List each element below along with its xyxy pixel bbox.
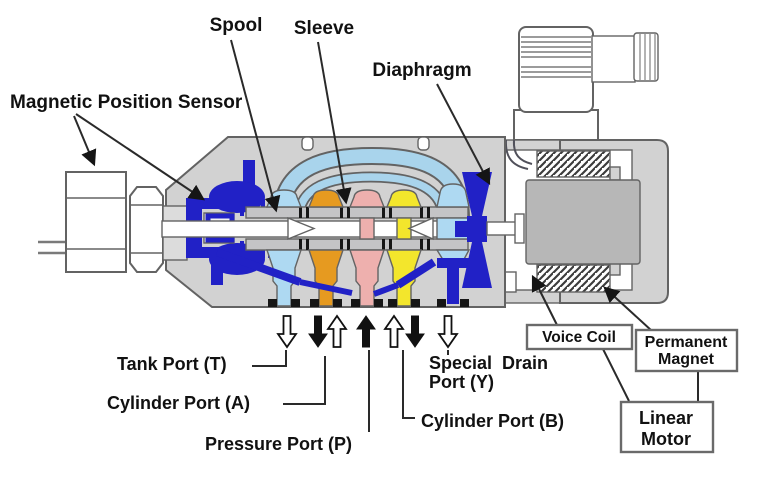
pipe-right-diagonal2 — [372, 282, 400, 297]
pipe-left-diagonal2 — [299, 279, 353, 296]
magnet-step-top — [609, 166, 621, 181]
diaphragm-hub — [467, 216, 487, 242]
connector-body — [518, 26, 594, 113]
pipe-right-diagonal — [395, 258, 437, 289]
sleeve-band-top — [245, 206, 469, 219]
arch-inner-channel — [295, 173, 447, 219]
sensor-leader-1 — [73, 115, 97, 167]
leader-lines — [73, 39, 699, 432]
port-p-neck — [359, 217, 375, 240]
spool-leader — [230, 39, 281, 213]
cylinder-b-leader — [402, 350, 415, 419]
drain-pipe-stem — [447, 267, 459, 304]
magnetic-position-sensor — [38, 171, 188, 273]
spool-cone-right — [407, 216, 434, 241]
flow-channel-arch — [272, 146, 470, 219]
connector-ribs — [521, 36, 591, 78]
diaphragm-leader — [436, 83, 491, 186]
cylinder-port-a-label: Cylinder Port (A) — [107, 393, 250, 413]
drain-piping — [211, 247, 437, 297]
connector-base — [513, 109, 599, 141]
drain-pipe-cap — [437, 258, 469, 268]
magnetic-position-sensor-label: Magnetic Position Sensor — [10, 92, 243, 113]
hex-nut — [129, 186, 164, 273]
arrow-up-hollow-icon — [326, 314, 348, 348]
permanent-magnet-leader — [603, 286, 653, 332]
linear-motor-section — [477, 139, 669, 304]
spool-cone-left — [287, 216, 316, 241]
sensor-yoke — [186, 198, 232, 258]
sensor-housing — [65, 171, 127, 273]
flow-arrows — [276, 314, 459, 349]
permanent-magnet-box — [634, 328, 739, 373]
sensor-leader-2 — [75, 113, 205, 201]
arrow-down-solid-icon-2 — [405, 315, 425, 348]
arrow-down-hollow-icon — [276, 315, 298, 349]
drain-funnel-dome — [436, 183, 470, 208]
special-drain-label-line1: Special Drain — [429, 353, 548, 373]
port-base-pads — [268, 299, 469, 307]
body-notch-right — [417, 136, 430, 151]
sleeve-leader — [317, 41, 352, 205]
electrical-connector — [513, 26, 659, 141]
special-drain-label-line2: Port (Y) — [429, 372, 494, 392]
permanent-magnet-label-line2: Magnet — [658, 351, 715, 368]
voice-coil-label: Voice Coil — [542, 329, 616, 346]
diaphragm-part — [455, 172, 525, 288]
voice-coil-box — [525, 323, 634, 351]
sleeve-label: Sleeve — [294, 18, 354, 39]
sleeve-part — [245, 206, 469, 251]
sleeve-band-bottom — [245, 238, 469, 251]
connector-knurl-lines — [639, 34, 656, 80]
voice-coil-to-linear-motor — [602, 348, 630, 402]
spool-label: Spool — [210, 15, 263, 36]
diagram-labels: Spool Sleeve Diaphragm Magnetic Position… — [10, 15, 728, 454]
voice-coil-armature — [525, 179, 641, 265]
permanent-magnet-label-line1: Permanent — [645, 334, 728, 351]
linear-motor-label-line2: Motor — [641, 429, 691, 449]
body-notch-left — [301, 136, 314, 151]
linear-motor-label-line1: Linear — [639, 408, 693, 428]
sleeve-seals — [299, 207, 430, 250]
cylinder-port-b-label: Cylinder Port (B) — [421, 411, 564, 431]
linear-motor-box — [619, 400, 715, 454]
permanent-magnet-top — [536, 150, 611, 178]
arrow-up-solid-icon — [356, 315, 376, 348]
arrow-down-solid-icon — [308, 315, 328, 348]
pipe-left-diagonal — [215, 248, 302, 286]
drain-channel-right — [435, 183, 471, 304]
arrow-up-hollow-icon-2 — [383, 314, 405, 348]
pressure-port-label: Pressure Port (P) — [205, 434, 352, 454]
arrow-down-hollow-icon-2 — [437, 315, 459, 349]
sensor-wires — [38, 240, 66, 255]
port-b-dome — [385, 189, 423, 208]
voice-coil-leader — [531, 274, 558, 326]
connector-neck — [591, 35, 636, 83]
armature-rod-flange — [514, 213, 525, 244]
cylinder-a-leader — [283, 356, 326, 405]
diaphragm-stub — [455, 221, 469, 237]
permanent-magnet-bottom — [536, 264, 611, 293]
tank-port-label: Tank Port (T) — [117, 354, 227, 374]
diaphragm-label: Diaphragm — [372, 60, 471, 81]
tank-port-leader — [252, 350, 287, 367]
diaphragm-bottom-arm — [462, 242, 492, 288]
connector-wire-channel — [504, 139, 533, 170]
port-p-dome — [348, 189, 386, 208]
arch-channel — [274, 148, 468, 219]
